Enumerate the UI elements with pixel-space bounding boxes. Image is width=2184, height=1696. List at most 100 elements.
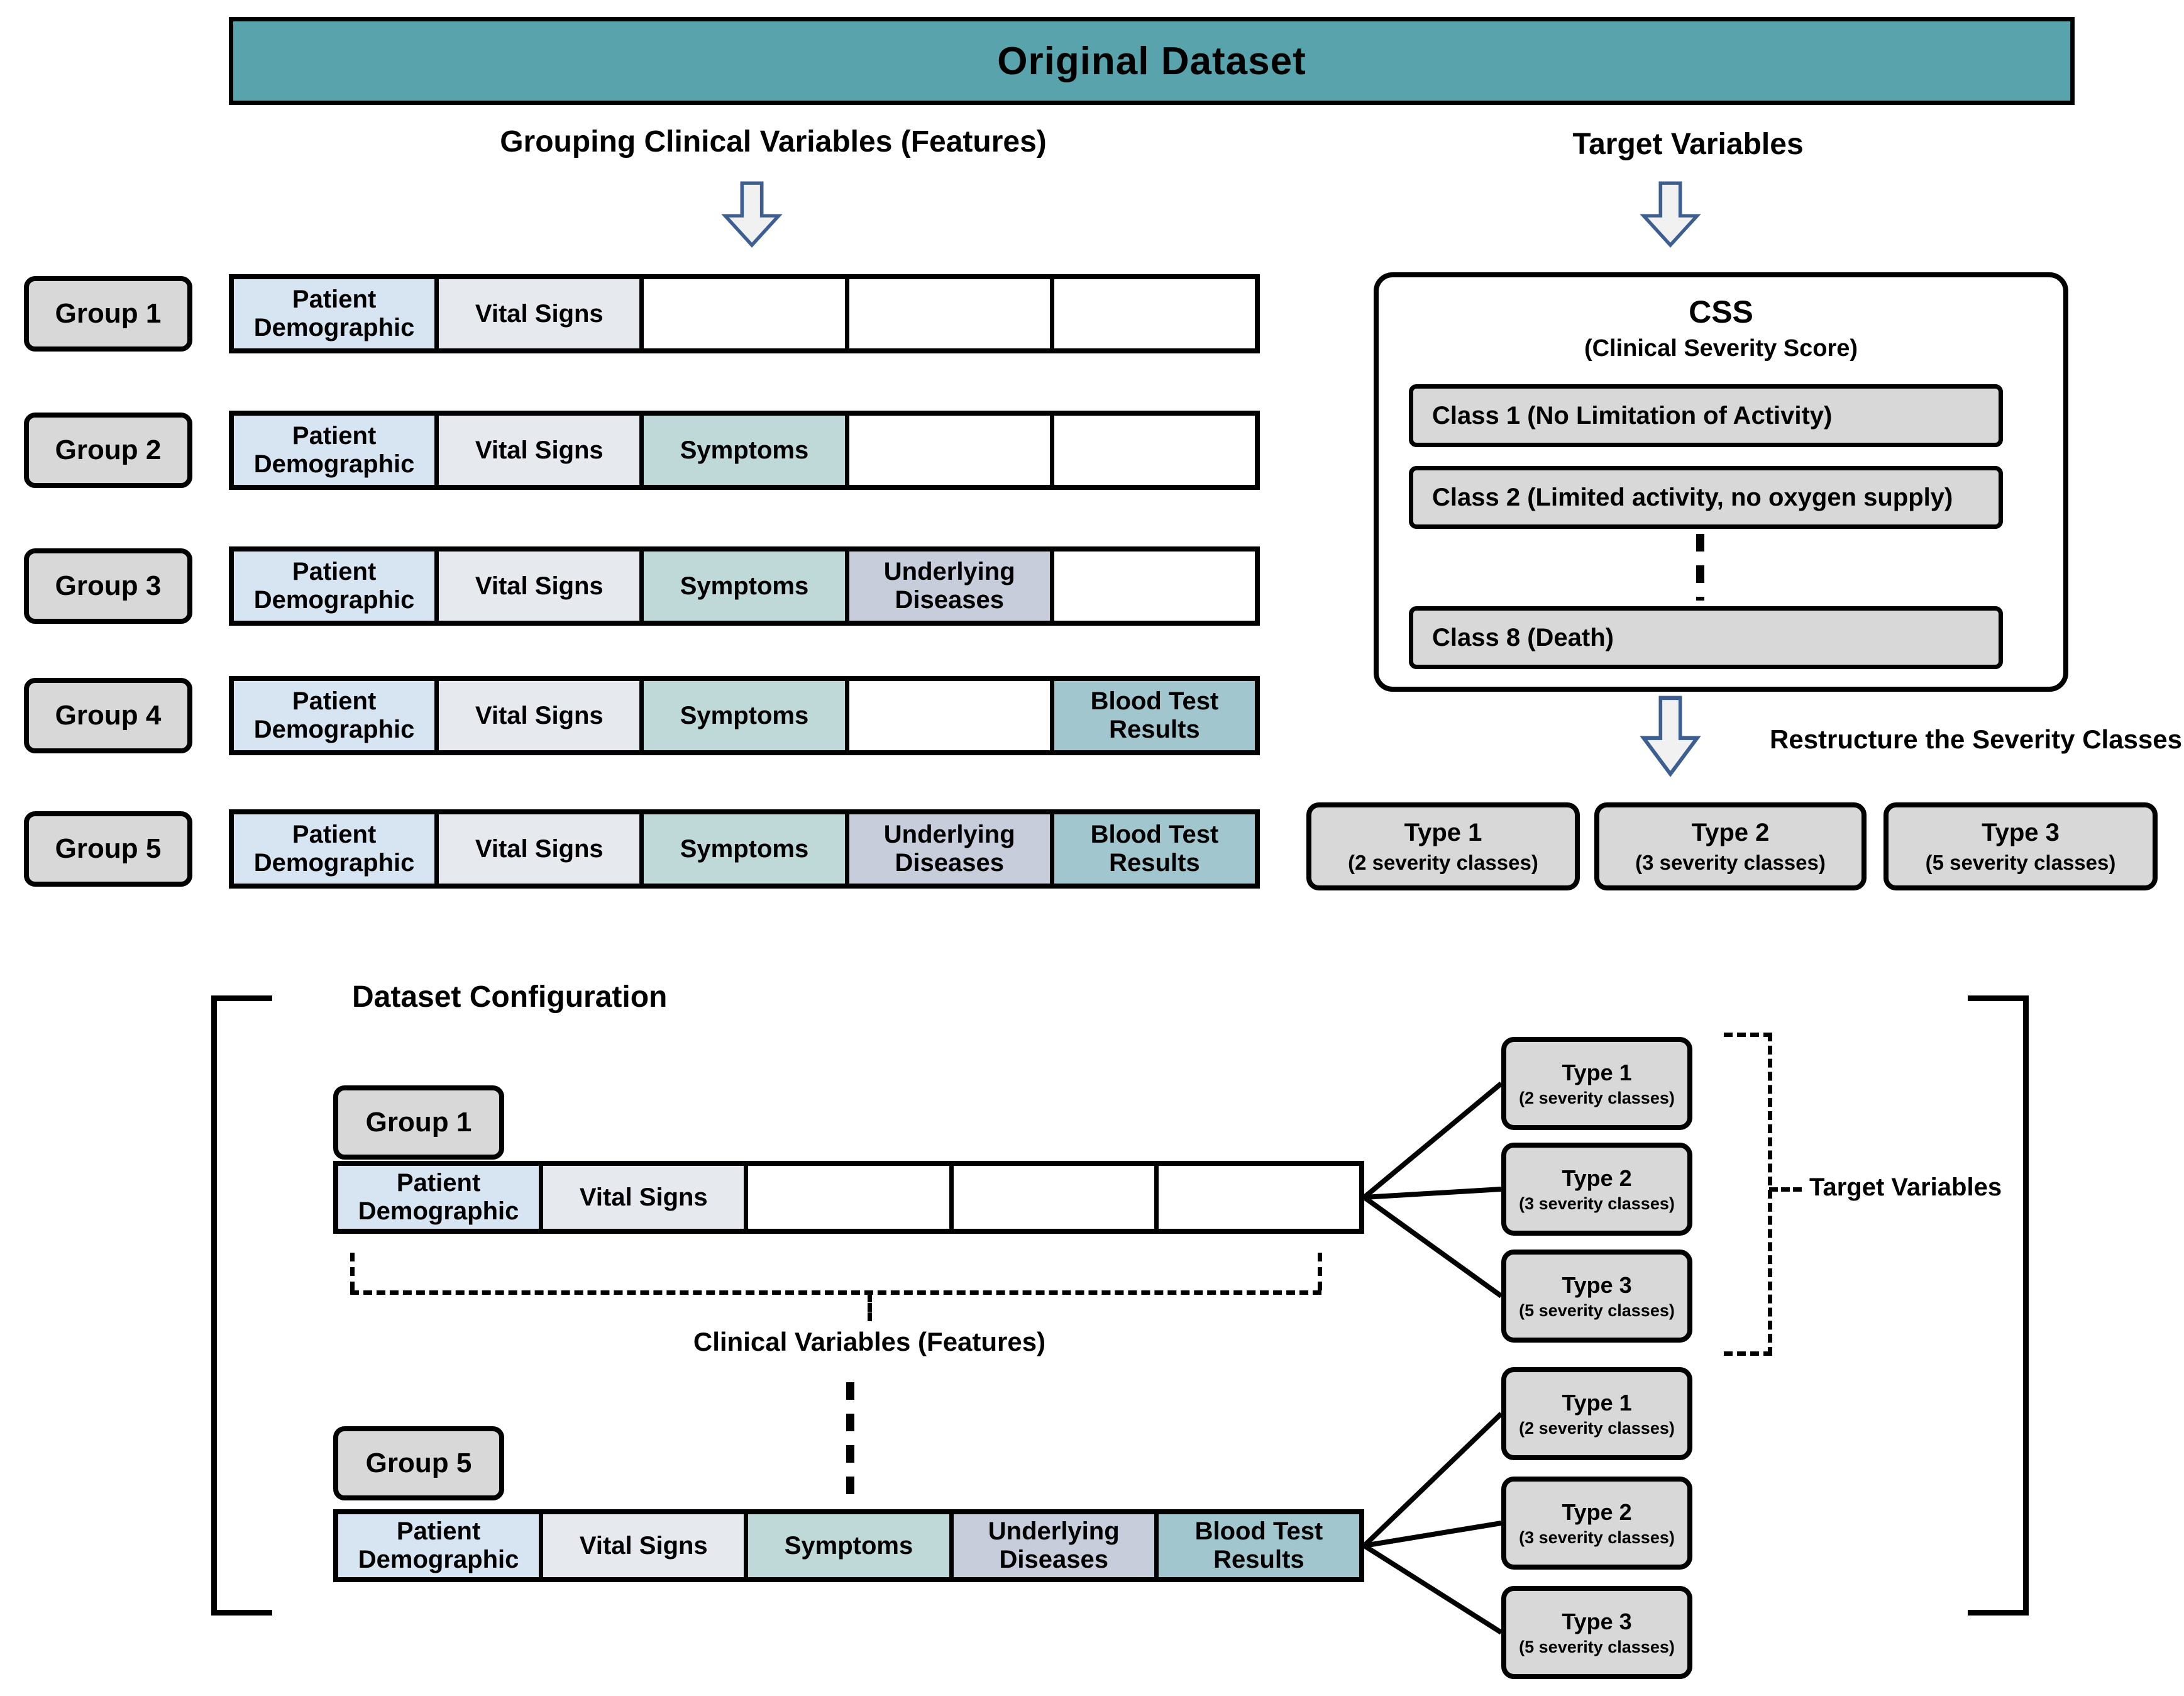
type-box-title: Type 3 bbox=[1562, 1272, 1632, 1298]
cell-empty bbox=[949, 1166, 1154, 1229]
type-box-title: Type 3 bbox=[1562, 1608, 1632, 1634]
type-box-subtitle: (2 severity classes) bbox=[1519, 1418, 1675, 1438]
restructure-label: Restructure the Severity Classes bbox=[1770, 724, 2182, 754]
group-badge: Group 2 bbox=[24, 413, 192, 488]
type-box: Type 3(5 severity classes) bbox=[1501, 1250, 1692, 1343]
css-panel-title: CSS bbox=[1689, 294, 1753, 330]
type-box-subtitle: (5 severity classes) bbox=[1925, 850, 2116, 874]
clinical-variables-label: Clinical Variables (Features) bbox=[693, 1327, 1046, 1356]
type-box: Type 3 (5 severity classes) bbox=[1501, 1586, 1692, 1679]
severity-class-box: Class 2 (Limited activity, no oxygen sup… bbox=[1409, 466, 2003, 529]
cell-patient-demographic: Patient Demographic bbox=[234, 279, 435, 348]
down-arrow-icon bbox=[1640, 696, 1701, 777]
type-box: Type 1 (2 severity classes) bbox=[1306, 802, 1580, 890]
ellipsis-dots-groups bbox=[846, 1382, 854, 1499]
type-box: Type 3 (5 severity classes) bbox=[1883, 802, 2158, 890]
cell-symptoms: Symptoms bbox=[639, 814, 845, 884]
down-arrow-icon bbox=[721, 181, 783, 248]
cell-vital-signs: Vital Signs bbox=[434, 416, 640, 485]
type-box-subtitle: (5 severity classes) bbox=[1519, 1637, 1675, 1656]
cell-symptoms: Symptoms bbox=[744, 1514, 949, 1577]
clinical-variables-brace-center-tick bbox=[868, 1294, 872, 1321]
type-box-subtitle: (3 severity classes) bbox=[1519, 1194, 1675, 1213]
cell-empty bbox=[1049, 279, 1255, 348]
cell-empty bbox=[639, 279, 845, 348]
type-box: Type 2(3 severity classes) bbox=[1501, 1477, 1692, 1570]
type-box: Type 1(2 severity classes) bbox=[1501, 1367, 1692, 1460]
css-panel-subtitle: (Clinical Severity Score) bbox=[1584, 335, 1858, 362]
cell-vital-signs: Vital Signs bbox=[434, 814, 640, 884]
cell-empty bbox=[1154, 1166, 1360, 1229]
cell-blood-test-results: Blood Test Results bbox=[1049, 814, 1255, 884]
cell-blood-test-results: Blood Test Results bbox=[1049, 681, 1255, 750]
clinical-variables-brace-line bbox=[350, 1290, 1321, 1295]
cell-vital-signs: Vital Signs bbox=[539, 1514, 744, 1577]
group-badge: Group 5 bbox=[24, 811, 192, 887]
type-box-subtitle: (5 severity classes) bbox=[1519, 1300, 1675, 1320]
type-box: Type 1(2 severity classes) bbox=[1501, 1037, 1692, 1130]
ellipsis-dots-classes bbox=[1696, 534, 1704, 601]
cell-blood-test-results: Blood Test Results bbox=[1154, 1514, 1360, 1577]
cell-patient-demographic: Patient Demographic bbox=[338, 1514, 539, 1577]
type-box-title: Type 1 bbox=[1562, 1389, 1632, 1416]
cell-patient-demographic: Patient Demographic bbox=[234, 416, 435, 485]
dataset-configuration-heading: Dataset Configuration bbox=[352, 980, 668, 1014]
group-badge: Group 3 bbox=[24, 548, 192, 624]
clinical-variables-brace-right-tick bbox=[1318, 1253, 1322, 1290]
cell-empty bbox=[1049, 551, 1255, 621]
cell-underlying-diseases: Underlying Diseases bbox=[844, 814, 1050, 884]
css-panel: CSS (Clinical Severity Score) Class 1 (N… bbox=[1374, 272, 2068, 692]
original-dataset-header: Original Dataset bbox=[229, 17, 2075, 105]
left-bracket bbox=[211, 995, 272, 1616]
type-box-title: Type 2 bbox=[1562, 1165, 1632, 1191]
severity-class-box: Class 1 (No Limitation of Activity) bbox=[1409, 384, 2003, 447]
group-badge: Group 1 bbox=[333, 1085, 504, 1160]
severity-class-box: Class 8 (Death) bbox=[1409, 606, 2003, 669]
cell-empty bbox=[1049, 416, 1255, 485]
group-badge: Group 1 bbox=[24, 276, 192, 352]
cell-vital-signs: Vital Signs bbox=[434, 681, 640, 750]
cell-underlying-diseases: Underlying Diseases bbox=[844, 551, 1050, 621]
cell-empty bbox=[844, 279, 1050, 348]
clinical-variables-brace-left-tick bbox=[350, 1253, 355, 1290]
cell-symptoms: Symptoms bbox=[639, 416, 845, 485]
cell-patient-demographic: Patient Demographic bbox=[234, 814, 435, 884]
cell-vital-signs: Vital Signs bbox=[434, 551, 640, 621]
cell-patient-demographic: Patient Demographic bbox=[234, 551, 435, 621]
target-variables-bracket-tick bbox=[1769, 1187, 1802, 1192]
type-box-title: Type 2 bbox=[1691, 818, 1770, 846]
cell-patient-demographic: Patient Demographic bbox=[338, 1166, 539, 1229]
cell-vital-signs: Vital Signs bbox=[434, 279, 640, 348]
target-variables-label: Target Variables bbox=[1809, 1173, 2002, 1201]
type-box-subtitle: (2 severity classes) bbox=[1348, 850, 1538, 874]
grouping-clinical-variables-heading: Grouping Clinical Variables (Features) bbox=[500, 125, 1047, 158]
type-box-subtitle: (3 severity classes) bbox=[1519, 1527, 1675, 1547]
target-variables-bracket bbox=[1724, 1033, 1772, 1356]
cell-empty bbox=[744, 1166, 949, 1229]
cell-underlying-diseases: Underlying Diseases bbox=[949, 1514, 1154, 1577]
type-box-subtitle: (2 severity classes) bbox=[1519, 1088, 1675, 1107]
down-arrow-icon bbox=[1640, 181, 1701, 248]
type-box-title: Type 2 bbox=[1562, 1499, 1632, 1525]
type-box: Type 2 (3 severity classes) bbox=[1594, 802, 1867, 890]
cell-symptoms: Symptoms bbox=[639, 551, 845, 621]
cell-empty bbox=[844, 416, 1050, 485]
type-box-subtitle: (3 severity classes) bbox=[1635, 850, 1826, 874]
group-badge: Group 4 bbox=[24, 678, 192, 753]
right-bracket bbox=[1968, 995, 2029, 1616]
cell-patient-demographic: Patient Demographic bbox=[234, 681, 435, 750]
cell-vital-signs: Vital Signs bbox=[539, 1166, 744, 1229]
target-variables-heading: Target Variables bbox=[1572, 128, 1804, 161]
type-box-title: Type 1 bbox=[1404, 818, 1482, 846]
type-box-title: Type 3 bbox=[1982, 818, 2060, 846]
group-badge: Group 5 bbox=[333, 1426, 504, 1500]
cell-symptoms: Symptoms bbox=[639, 681, 845, 750]
